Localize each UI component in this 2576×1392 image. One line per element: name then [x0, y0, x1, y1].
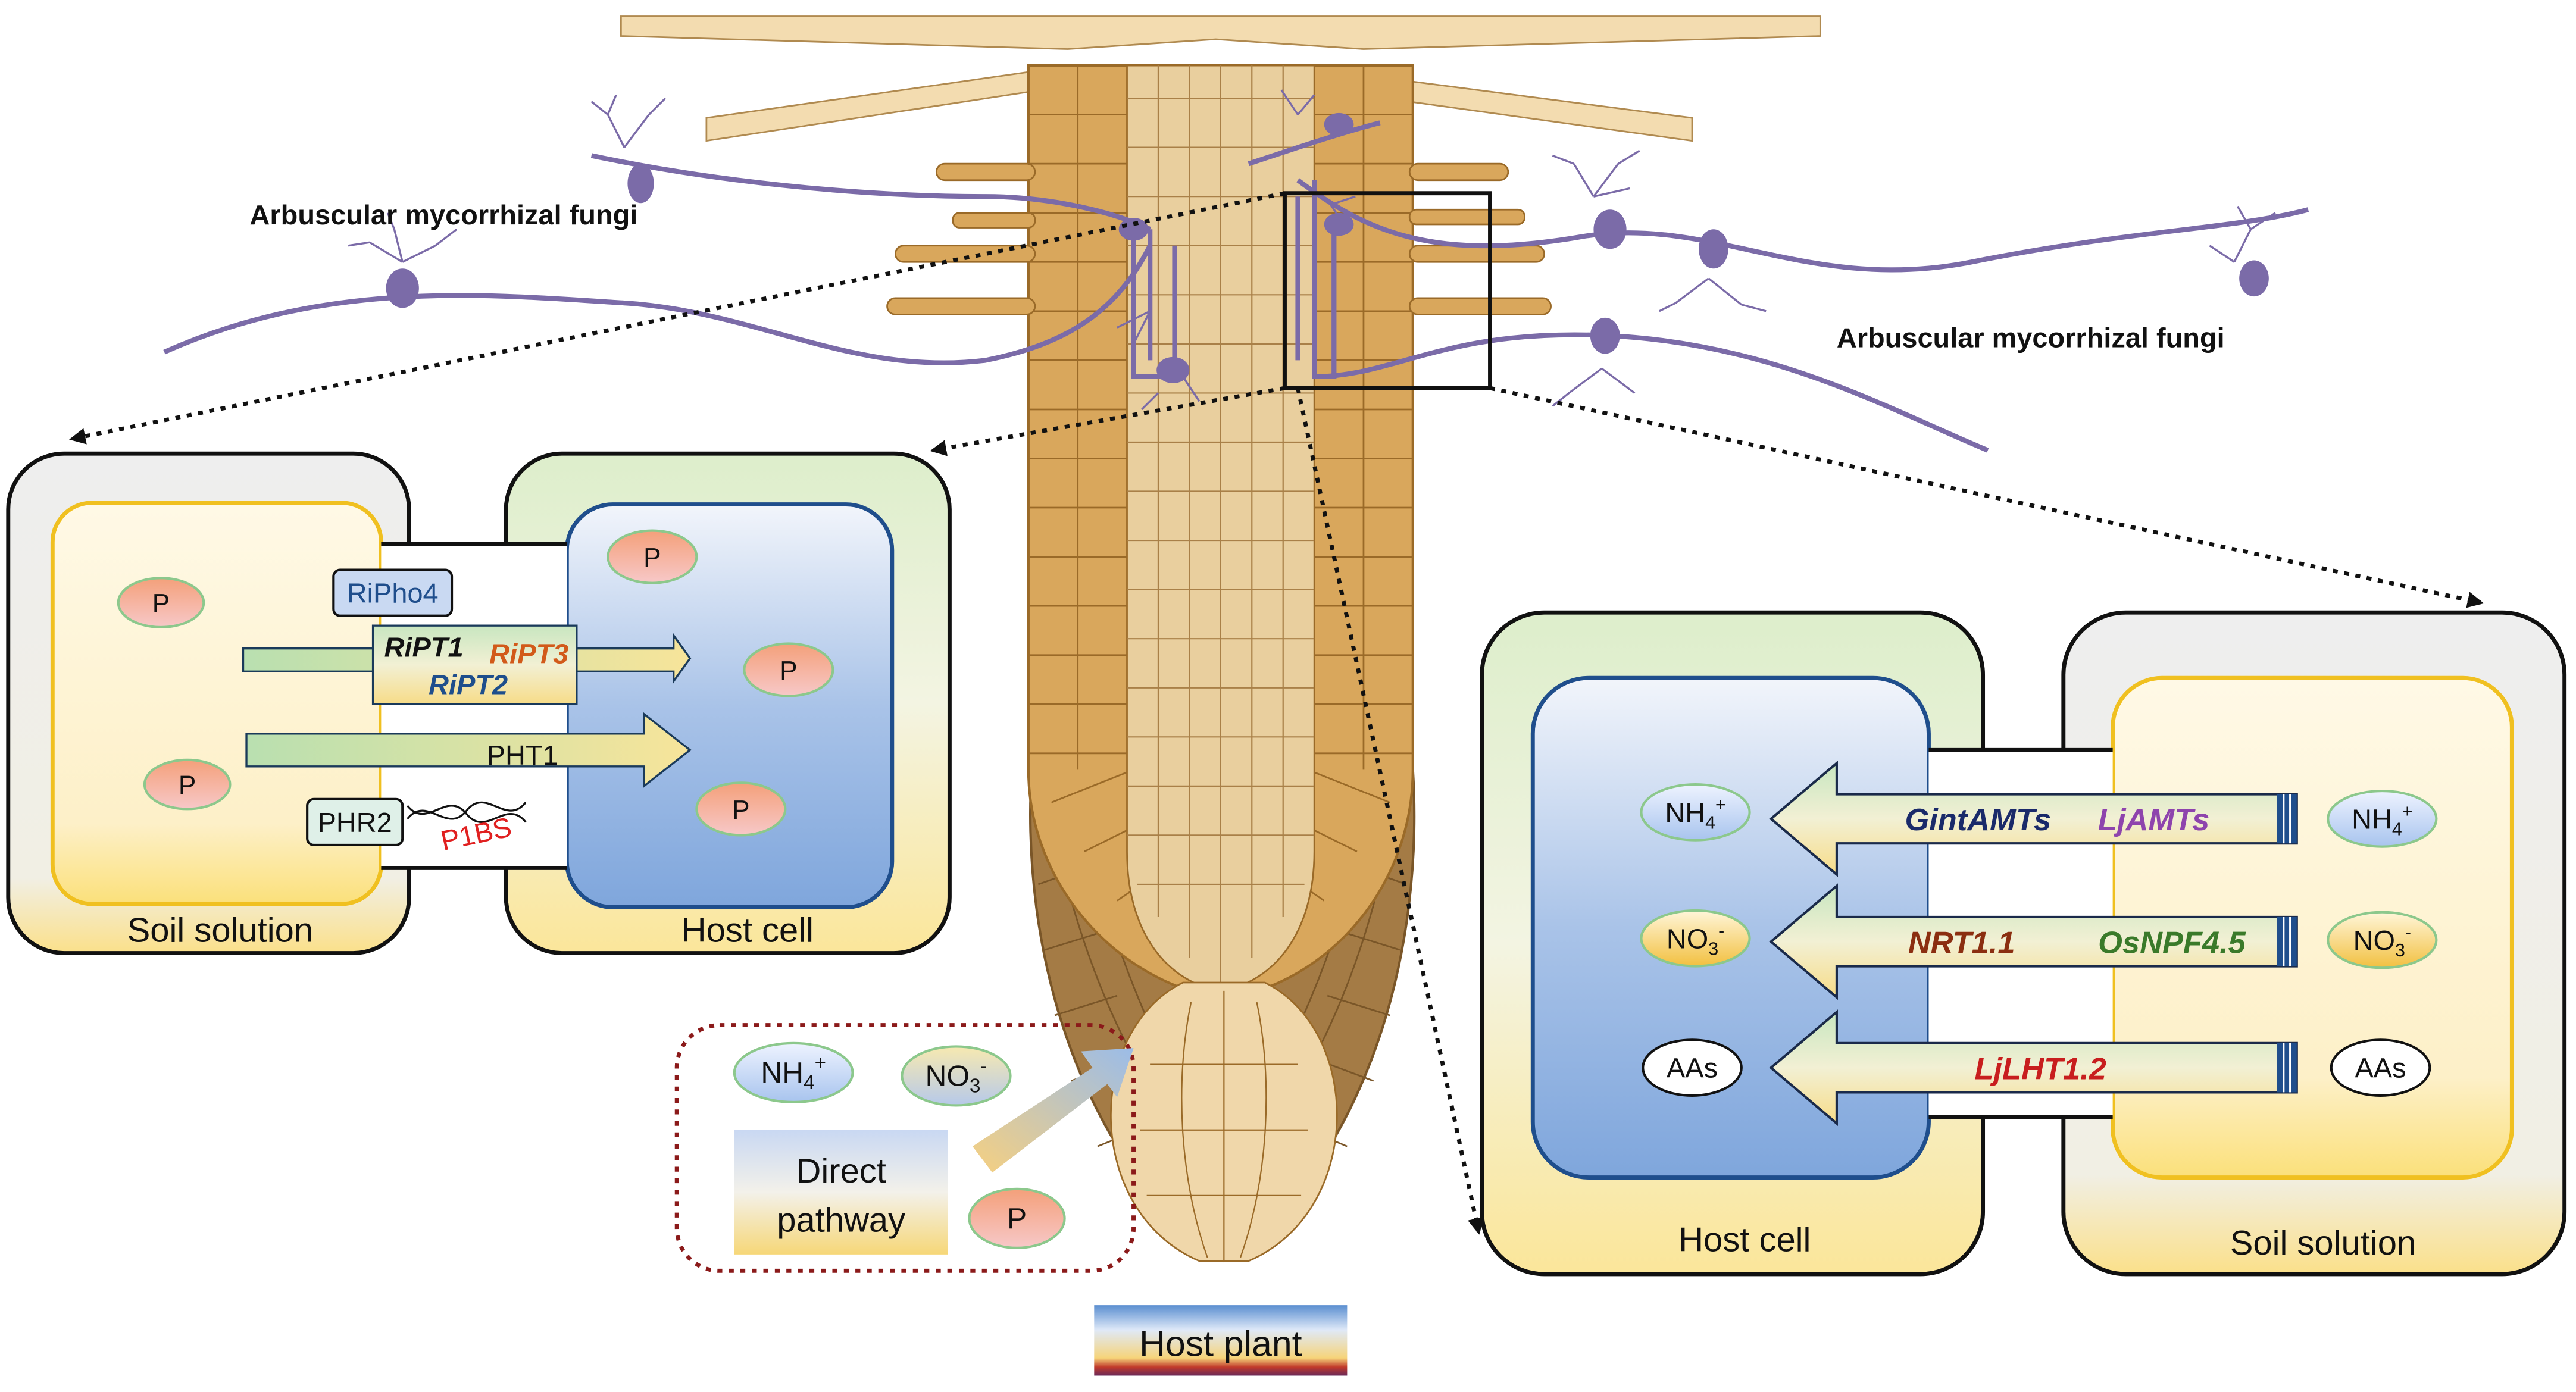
svg-text:NH4+: NH4+ [2352, 802, 2412, 839]
left-soil-label: Soil solution [127, 911, 313, 949]
gintamts-label: GintAMTs [1905, 803, 2051, 837]
zoom-box [1283, 191, 1492, 390]
svg-text:P: P [780, 656, 797, 686]
direct-pathway-label-line2: pathway [777, 1201, 905, 1239]
right-host-label: Host cell [1678, 1221, 1811, 1259]
p-ion: P [117, 577, 205, 628]
ript-box [371, 624, 578, 705]
soil-no3-ion: NO3- [2327, 911, 2438, 969]
fungal-hyphae-branches [348, 89, 2276, 411]
direct-pathway-arrow [973, 1048, 1134, 1173]
pht1-label: PHT1 [487, 740, 558, 771]
svg-text:NO3-: NO3- [2353, 923, 2411, 961]
svg-text:P: P [179, 771, 196, 800]
direct-p-ion: P [968, 1187, 1066, 1249]
root-lateral-top [620, 15, 1821, 50]
svg-text:P: P [152, 589, 170, 618]
fungi-label-right: Arbuscular mycorrhizal fungi [1837, 322, 2225, 353]
ripho4-label: RiPho4 [347, 578, 439, 609]
ripho4-box [332, 568, 454, 617]
p-ion: P [607, 529, 698, 584]
p-ion: P [143, 758, 232, 811]
pht1-arrow [245, 712, 692, 789]
nh4-transport-arrow [1769, 760, 2298, 877]
host-no3-ion: NO3- [1640, 909, 1751, 968]
aas-transport-arrow [1769, 1009, 2298, 1127]
direct-pathway-label-bg [734, 1130, 948, 1255]
svg-text:AAs: AAs [1667, 1053, 1718, 1084]
no3-transport-arrow [1769, 883, 2298, 1000]
host-nh4-ion: NH4+ [1640, 783, 1751, 842]
direct-no3-ion: NO3- [901, 1045, 1012, 1107]
dna-helix-icon [407, 801, 527, 823]
svg-text:P: P [732, 796, 749, 825]
ript2-label: RiPT2 [429, 670, 508, 700]
ript1-label: RiPT1 [384, 632, 464, 663]
svg-text:AAs: AAs [2355, 1053, 2406, 1084]
nrt11-label: NRT1.1 [1908, 926, 2015, 961]
p-ion: P [743, 642, 834, 697]
ljamts-label: LjAMTs [2098, 803, 2209, 837]
soil-nh4-ion: NH4+ [2327, 790, 2438, 848]
root-lateral-left [705, 67, 1052, 142]
svg-text:P: P [643, 543, 661, 573]
ript3-label: RiPT3 [489, 639, 568, 670]
host-plant-label: Host plant [1139, 1324, 1302, 1364]
fungal-hyphae [163, 120, 2309, 453]
osnpf45-label: OsNPF4.5 [2098, 926, 2246, 961]
svg-text:NO3-: NO3- [1667, 921, 1724, 959]
root-stele-cells [1127, 65, 1315, 983]
svg-text:NH4+: NH4+ [1665, 795, 1725, 833]
p-ion: P [695, 781, 787, 837]
svg-text:NO3-: NO3- [925, 1055, 987, 1097]
host-plant-label-group: Host plant [1094, 1305, 1348, 1376]
root-hairs [886, 162, 1552, 315]
svg-text:NH4+: NH4+ [761, 1052, 826, 1094]
soil-aas-ion: AAs [2330, 1038, 2431, 1097]
right-soil-label: Soil solution [2230, 1224, 2416, 1262]
left-panel: Soil solution Host cell P P P P P RiPho4… [6, 451, 952, 955]
left-host-label: Host cell [681, 911, 814, 949]
root-tip-cells [1140, 990, 1308, 1261]
phr2-box [306, 797, 404, 846]
svg-text:P: P [1007, 1202, 1027, 1235]
root-cortex-cells [1028, 65, 1413, 943]
direct-pathway-box: NH4+ NO3- Direct pathway P [674, 1023, 1136, 1273]
direct-nh4-ion: NH4+ [733, 1041, 854, 1104]
ljlht12-label: LjLHT1.2 [1974, 1052, 2106, 1086]
host-aas-ion: AAs [1642, 1038, 1743, 1097]
right-panel: Host cell Soil solution GintAMTs LjAMTs … [1480, 610, 2567, 1277]
fungi-label-left: Arbuscular mycorrhizal fungi [250, 199, 638, 230]
zoom-connectors [69, 191, 2484, 1235]
direct-pathway-label-line1: Direct [796, 1152, 886, 1190]
phr2-label: PHR2 [318, 807, 392, 838]
